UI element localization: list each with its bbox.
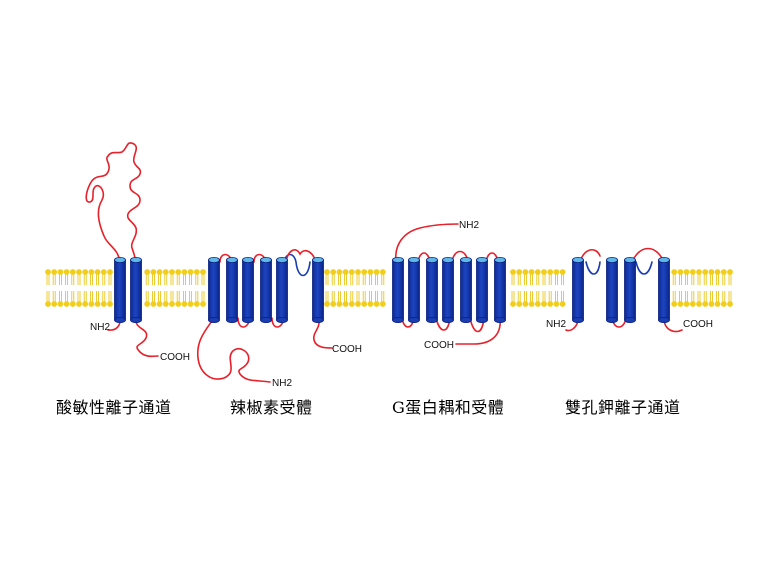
trpv1-helix-6 [312,256,324,323]
lipid [689,269,696,307]
lipid [702,269,709,307]
lipid [683,269,690,307]
trpv1-cooh-label: COOH [332,344,362,355]
lipid [76,269,82,307]
lipid [547,269,554,307]
lipid [522,269,529,307]
trpv1-c-terminus-tail [312,317,333,349]
lipid [45,269,51,307]
lipid [330,269,337,307]
gpcr-helix-1 [392,256,404,323]
lipid [510,269,516,307]
lipid [324,269,330,307]
lipid [714,269,721,307]
lipid [720,269,727,307]
terminus-labels: NH2 COOH NH2 COOH NH2 COOH NH2 COOH [90,220,713,389]
lipid [169,269,175,307]
trpv1-n-terminus-tail [196,317,271,383]
lipid [181,269,188,307]
gpcr-cooh-label: COOH [424,340,454,351]
trpv1-helix-5 [276,256,288,323]
k2p-pore-loop-1 [585,261,601,275]
caption-k2p: 雙孔鉀離子通道 [565,398,681,417]
lipid [193,269,200,307]
k2p-helix-2 [606,256,618,323]
gpcr-helix-6 [476,256,488,323]
lipid [175,269,182,307]
lipid [51,269,58,307]
caption-trpv1: 辣椒素受體 [230,398,313,417]
gpcr-c-terminus-tail [455,317,501,345]
lipid [677,269,684,307]
lipid [534,269,541,307]
lipid [94,269,101,307]
lipid [162,269,169,307]
asic-helix-2 [130,256,142,323]
lipid [727,269,733,307]
gpcr-nh2-label: NH2 [459,220,479,231]
lipid [100,269,107,307]
lipid [57,269,64,307]
lipid [516,269,523,307]
lipid [541,269,547,307]
lipid [528,269,535,307]
lipid [187,269,194,307]
lipid [342,269,349,307]
caption-asic: 酸敏性離子通道 [56,398,172,417]
lipid [379,269,386,307]
lipid [367,269,374,307]
k2p-helix-4 [658,256,670,323]
asic-extracellular-loop [85,142,142,263]
trpv1-pore-loop-outer [285,249,317,263]
k2p-nh2-label: NH2 [546,319,566,330]
asic-helix-1 [114,256,126,323]
lipid-bilayer [45,269,733,307]
lipid [373,269,380,307]
trpv1-helix-1 [208,256,220,323]
lipid [559,269,566,307]
lipid [144,269,151,307]
k2p-helix-3 [624,256,636,323]
trpv1-nh2-label: NH2 [272,378,292,389]
k2p-helix-1 [572,256,584,323]
asic-c-terminus-tail [135,317,159,358]
k2p-cooh-label: COOH [683,319,713,330]
lipid [348,269,355,307]
lipid [150,269,157,307]
lipid [200,269,206,307]
trpv1-helix-2 [226,256,238,323]
lipid [156,269,163,307]
lipid [708,269,715,307]
lipid [88,269,95,307]
lipid [69,269,76,307]
k2p-pore-loop-2 [635,261,653,275]
gpcr-helix-7 [494,256,506,323]
transmembrane-helices [114,256,670,323]
trpv1-helix-3 [242,256,254,323]
gpcr-n-terminus-tail [395,223,459,263]
lipid [553,269,560,307]
gpcr-helix-3 [426,256,438,323]
lipid [696,269,702,307]
lipid [671,269,678,307]
gpcr-helix-2 [408,256,420,323]
lipid [107,269,113,307]
lipid [63,269,70,307]
gpcr-helix-5 [460,256,472,323]
lipid [361,269,368,307]
gpcr-helix-4 [442,256,454,323]
trpv1-helix-4 [260,256,272,323]
protein-loops [85,142,683,383]
lipid [355,269,361,307]
asic-cooh-label: COOH [160,352,190,363]
asic-nh2-label: NH2 [90,322,110,333]
lipid [82,269,89,307]
caption-gpcr: G蛋白耦和受體 [392,398,505,417]
lipid [336,269,343,307]
